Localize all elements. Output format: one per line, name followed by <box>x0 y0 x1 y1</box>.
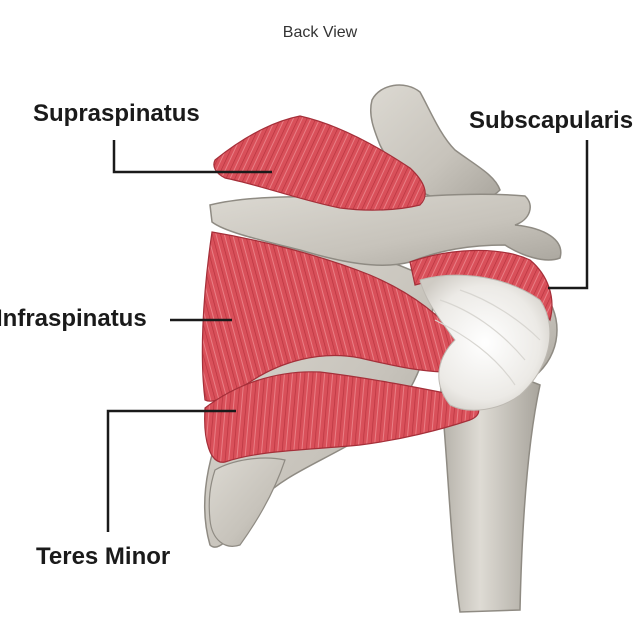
teres-minor-leader-line <box>106 409 236 532</box>
infraspinatus-muscle <box>201 231 465 402</box>
supraspinatus-label: Supraspinatus <box>33 100 200 127</box>
diagram-title: Back View <box>282 24 358 41</box>
supraspinatus-muscle <box>213 115 426 211</box>
infraspinatus-label: Infraspinatus <box>0 305 147 332</box>
teres-minor-label: Teres Minor <box>36 543 171 570</box>
subscapularis-label: Subscapularis <box>469 107 634 134</box>
scapula-inferior-angle <box>208 457 286 547</box>
rotator-cuff-tendon <box>419 274 551 411</box>
supraspinatus-leader-line <box>112 140 272 174</box>
teres-minor-muscle <box>204 371 480 463</box>
subscapularis-leader-line <box>548 140 589 290</box>
